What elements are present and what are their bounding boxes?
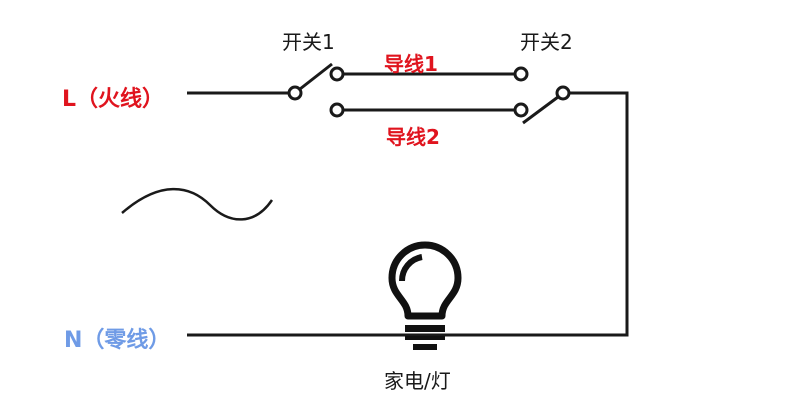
ac-sine-wave-icon [121, 187, 274, 221]
light-bulb-icon [388, 241, 462, 350]
switch2-label: 开关2 [520, 30, 573, 54]
switch2-contact-bottom [513, 102, 529, 118]
lamp-label: 家电/灯 [384, 369, 451, 393]
wire1-label: 导线1 [384, 52, 438, 76]
neutral-label: N（零线） [64, 328, 171, 353]
switch1-blade [299, 62, 333, 91]
switch1-contact-bottom [329, 102, 345, 118]
live-label: L（火线） [62, 87, 165, 112]
wire2-label: 导线2 [386, 125, 440, 149]
switch2-blade [522, 95, 559, 125]
switch1-contact-top [329, 66, 345, 82]
return-wire [187, 91, 629, 337]
switch1-label: 开关1 [282, 30, 335, 54]
switch2-contact-top [513, 66, 529, 82]
switch1-pivot [287, 85, 303, 101]
switch2-pivot [555, 85, 571, 101]
